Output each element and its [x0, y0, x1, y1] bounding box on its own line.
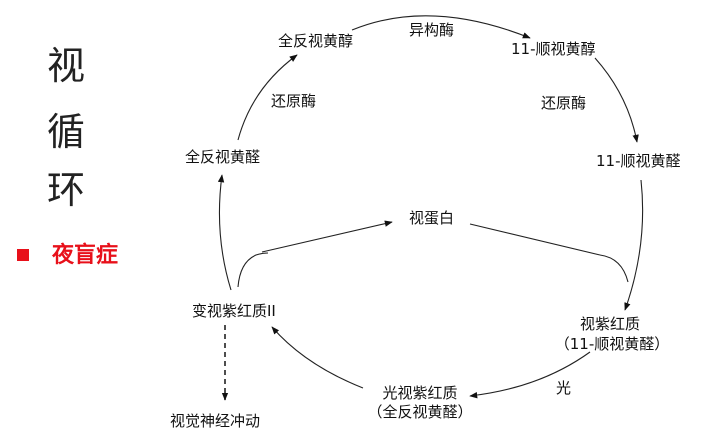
- arc-left-reductase: [237, 54, 298, 141]
- node-metarhodopsin-ii: 变视紫红质II: [192, 302, 276, 320]
- label-reductase-right: 还原酶: [541, 94, 587, 112]
- node-all-trans-retinol: 全反视黄醇: [278, 32, 354, 50]
- label-light: 光: [556, 379, 572, 397]
- label-reductase-left: 还原酶: [271, 92, 317, 110]
- arc-right-reductase: [594, 57, 639, 143]
- title-char-3: 环: [46, 168, 85, 212]
- bullet-night-blindness: 夜盲症: [52, 243, 119, 268]
- node-lumirhodopsin: 光视紫红质: [382, 384, 458, 402]
- arc-right-lower: [624, 179, 644, 311]
- node-visual-nerve-impulse: 视觉神经冲动: [170, 412, 261, 430]
- node-11-cis-retinol: 11-顺视黄醇: [511, 40, 596, 58]
- arc-light: [469, 351, 591, 399]
- hook-right: [599, 254, 629, 283]
- arc-bottom-left: [271, 326, 364, 389]
- line-opsin-right: [469, 223, 601, 256]
- node-rhodopsin: 视紫红质: [579, 315, 640, 333]
- node-11-cis-retinal: 11-顺视黄醛: [596, 152, 681, 170]
- node-rhodopsin-sub: （11-顺视黄醛）: [554, 335, 670, 353]
- node-all-trans-retinal: 全反视黄醛: [185, 148, 261, 166]
- arc-left-side: [217, 174, 232, 291]
- bullet-square-icon: [17, 249, 29, 261]
- hook-left: [237, 252, 269, 288]
- title-char-2: 循: [46, 110, 85, 154]
- title-char-1: 视: [46, 44, 85, 88]
- node-lumirhodopsin-sub: （全反视黄醛）: [367, 403, 473, 421]
- arrow-to-opsin: [261, 220, 393, 253]
- label-isomerase: 异构酶: [409, 21, 455, 39]
- node-opsin: 视蛋白: [409, 209, 455, 227]
- arc-isomerase: [351, 15, 531, 39]
